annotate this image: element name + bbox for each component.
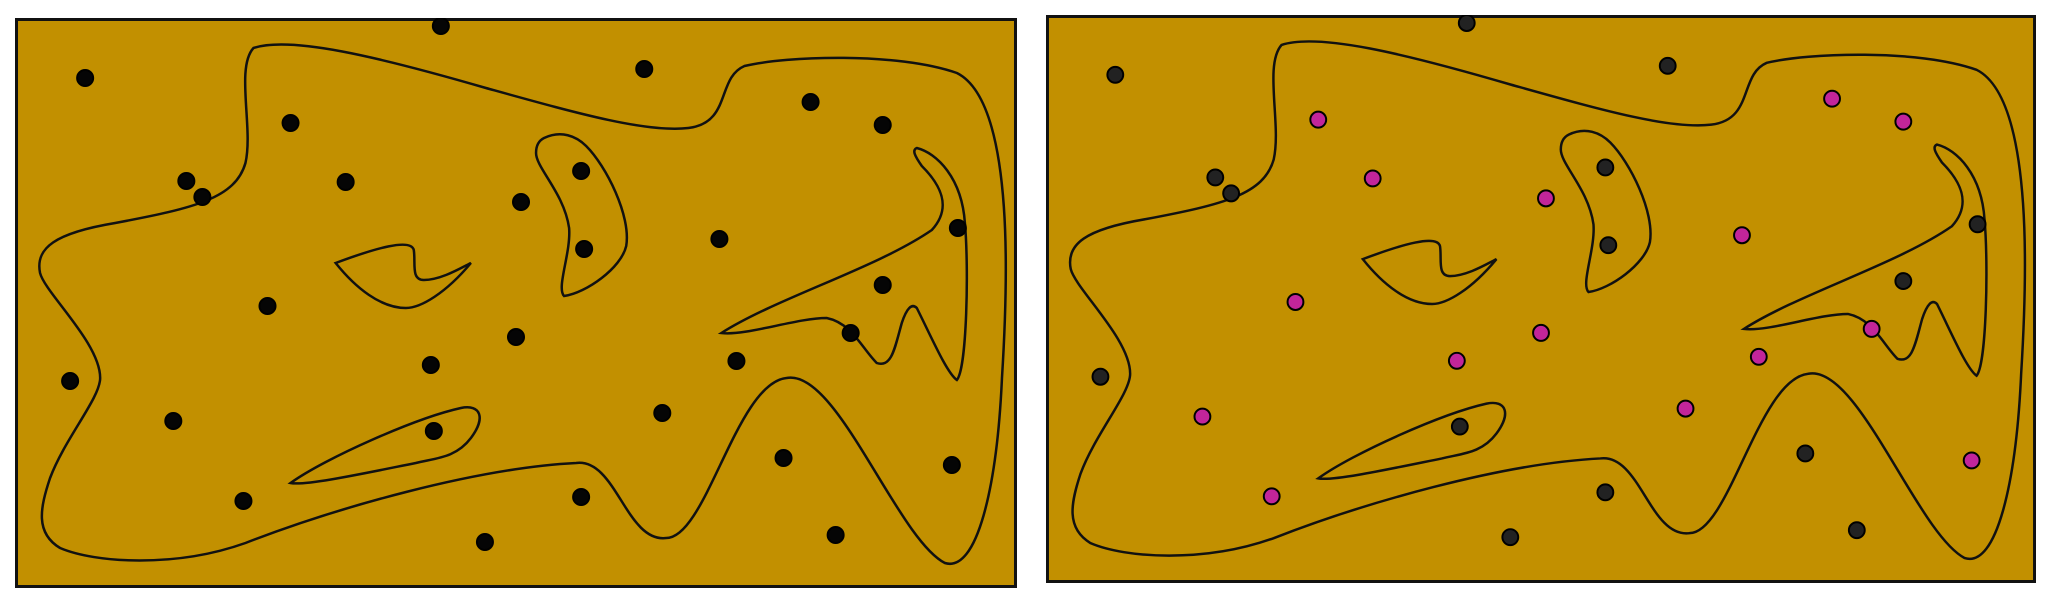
left-point: [575, 240, 594, 258]
outside-point: [1106, 65, 1125, 84]
left-point: [841, 324, 860, 342]
outside-point: [1968, 215, 1987, 234]
inside-point: [1823, 89, 1841, 108]
inside-point: [1286, 293, 1305, 311]
left-point: [421, 356, 440, 374]
outside-point: [1501, 528, 1520, 547]
outside-point: [1796, 444, 1815, 463]
inside-point: [1262, 487, 1281, 506]
right-hole-1: [1360, 239, 1498, 306]
left-point: [61, 372, 80, 390]
left-point: [653, 404, 672, 422]
left-point: [635, 60, 654, 78]
left-hole-1: [333, 243, 472, 310]
left-point: [177, 172, 196, 190]
outside-point: [1457, 15, 1476, 32]
left-point: [948, 219, 967, 237]
left-point: [431, 18, 450, 35]
inside-point: [1962, 451, 1981, 470]
left-point: [572, 488, 591, 506]
left-hole-3: [717, 146, 969, 382]
right-hole-2: [1559, 129, 1652, 294]
left-point: [511, 193, 531, 211]
left-hole-2: [534, 133, 629, 298]
left-point: [572, 162, 591, 180]
left-point: [475, 533, 494, 551]
inside-point: [1363, 169, 1382, 188]
left-region-diagram: [15, 18, 1017, 588]
left-point: [774, 449, 793, 467]
left-point: [506, 328, 526, 346]
left-inside-region: [38, 43, 1008, 566]
left-point: [727, 352, 746, 370]
left-point: [193, 188, 212, 206]
left-point: [76, 69, 95, 87]
inside-point: [1193, 407, 1212, 426]
left-frame: [15, 18, 1017, 588]
inside-point: [1862, 319, 1881, 338]
outside-point: [1847, 521, 1866, 540]
left-hole-4: [287, 406, 481, 485]
left-point: [826, 526, 845, 544]
left-point: [424, 422, 443, 440]
outside-point: [1222, 184, 1241, 203]
right-hole-3: [1740, 143, 1988, 378]
left-point: [336, 173, 355, 191]
outside-point: [1658, 56, 1677, 75]
left-point: [710, 230, 729, 248]
right-points: [1091, 15, 1987, 547]
inside-point: [1676, 399, 1695, 418]
inside-point: [1537, 189, 1555, 208]
inside-point: [1309, 110, 1328, 129]
inside-point: [1749, 347, 1768, 366]
left-point: [281, 114, 300, 132]
outside-point: [1206, 168, 1225, 187]
left-point: [164, 412, 183, 430]
left-point: [234, 492, 253, 510]
left-points: [61, 18, 967, 551]
right-frame: [1046, 15, 2036, 583]
left-point: [873, 116, 892, 134]
outside-point: [1599, 236, 1618, 255]
inside-point: [1733, 226, 1751, 245]
outside-point: [1091, 367, 1110, 386]
outside-point: [1894, 272, 1913, 291]
outside-point: [1450, 417, 1469, 436]
left-point: [873, 276, 892, 294]
inside-point: [1532, 323, 1550, 342]
left-point: [258, 297, 277, 315]
right-region-diagram: [1046, 15, 2036, 583]
inside-point: [1447, 351, 1466, 370]
right-panel: [1046, 15, 2036, 583]
right-hole-4: [1315, 401, 1507, 481]
left-point: [801, 93, 820, 111]
inside-point: [1894, 112, 1913, 131]
left-panel: [15, 18, 1017, 588]
outside-point: [1596, 483, 1615, 502]
right-inside-region: [1068, 40, 2027, 561]
left-point: [942, 456, 961, 474]
outside-point: [1596, 158, 1615, 177]
